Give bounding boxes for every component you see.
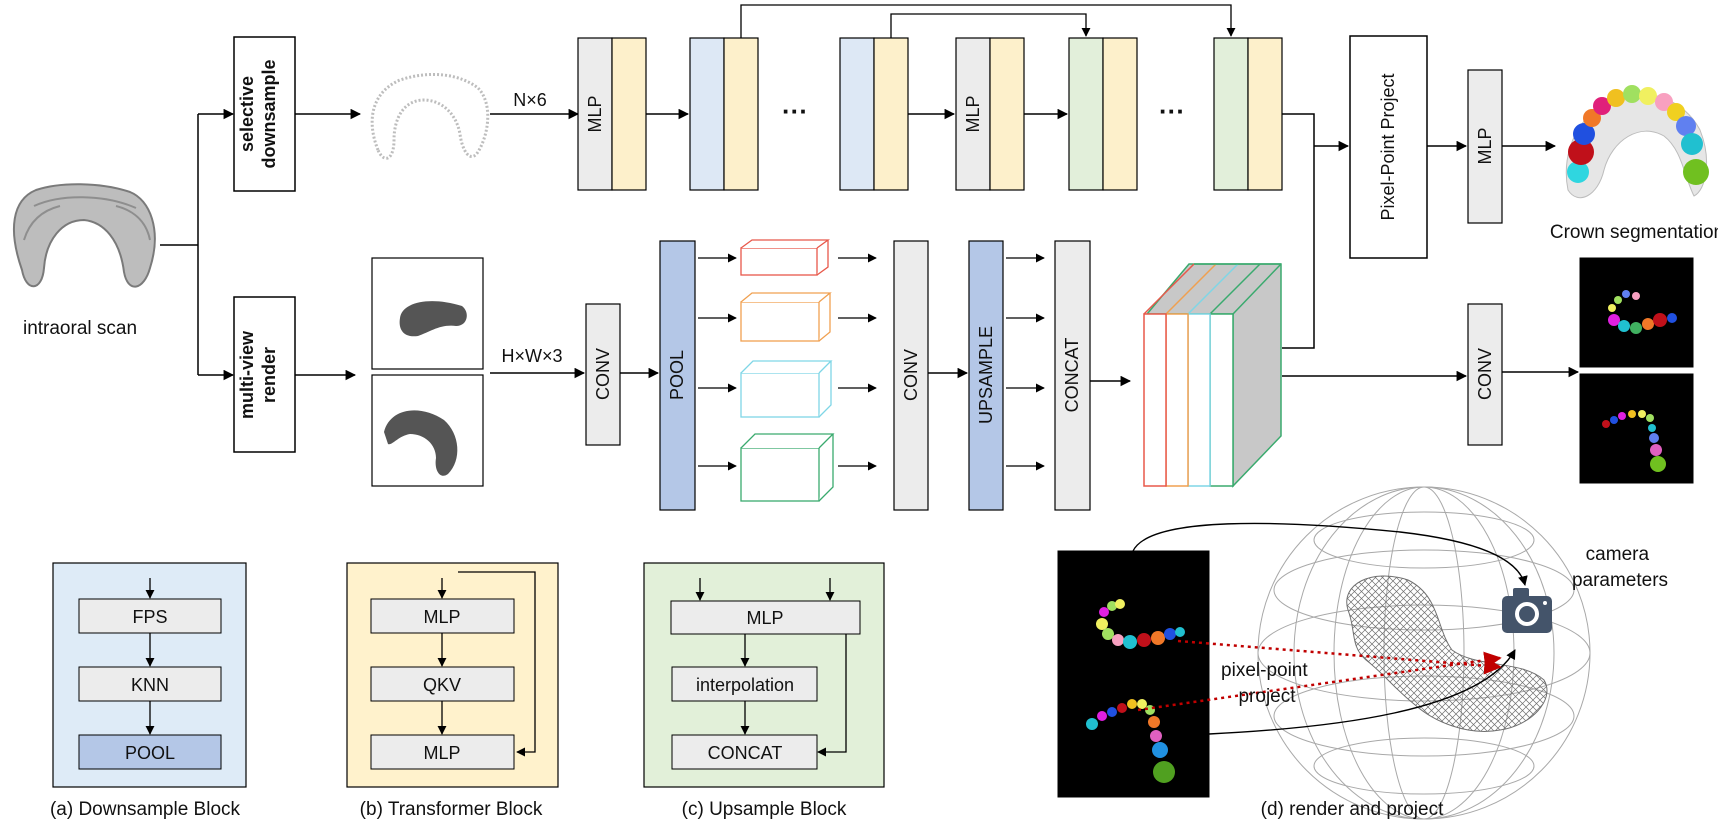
upsample-feature-2 <box>1213 37 1283 191</box>
projection-line-2 <box>1137 651 1502 712</box>
mlp-block-2: MLP <box>955 37 1025 191</box>
pool-block: POOL <box>659 240 696 511</box>
render-view-1 <box>371 257 484 370</box>
selective-downsample-label: selectivedownsample <box>237 59 279 168</box>
multi-view-render-label: multi-viewrender <box>237 330 279 419</box>
transformer-step-2: QKV <box>423 675 461 695</box>
mlp-block-3: MLP <box>1467 69 1503 224</box>
downsample-block-caption: (a) Downsample Block <box>50 799 241 820</box>
intraoral-scan-label: intraoral scan <box>23 318 137 339</box>
intraoral-scan-image <box>12 183 156 288</box>
upsample-feature-1 <box>1068 37 1138 191</box>
ellipsis-2: ··· <box>1159 96 1185 126</box>
camera-icon <box>1502 588 1552 633</box>
input-split-connector <box>160 108 235 381</box>
merge-to-project-connector <box>1282 113 1350 349</box>
upsample-step-2: interpolation <box>696 675 794 695</box>
downsample-step-3: POOL <box>125 743 175 763</box>
mlp-label-3: MLP <box>1475 127 1495 164</box>
render-project-mask-teeth <box>1086 599 1185 783</box>
conv-label-1: CONV <box>593 348 613 400</box>
upsample-arrows <box>1006 253 1045 471</box>
concat-block: CONCAT <box>1054 240 1091 511</box>
projection-label: pixel-point project <box>1221 660 1313 707</box>
dim-image-label: H×W×3 <box>501 346 562 366</box>
dim-points-label: N×6 <box>513 90 547 110</box>
concat-label: CONCAT <box>1062 338 1082 413</box>
pyramid-cuboid-1 <box>740 239 830 276</box>
upsample-step-1: MLP <box>746 608 783 628</box>
segmentation-mask-2 <box>1579 373 1694 484</box>
mlp-label-2: MLP <box>963 95 983 132</box>
downsample-feature-2 <box>839 37 909 191</box>
transformer-block-panel: MLP QKV MLP <box>346 562 559 788</box>
conv-label-3: CONV <box>1475 348 1495 400</box>
upsample-step-3: CONCAT <box>708 743 783 763</box>
transformer-step-1: MLP <box>423 607 460 627</box>
camera-parameters-label: camera parameters <box>1572 544 1668 591</box>
point-cloud-image <box>370 72 490 160</box>
render-view-2 <box>371 374 484 487</box>
downsample-step-1: FPS <box>132 607 167 627</box>
pyramid-arrows-out <box>838 253 877 471</box>
pyramid-cuboid-2 <box>740 292 832 342</box>
conv-label-2: CONV <box>901 349 921 401</box>
conv-block-1: CONV <box>585 303 621 446</box>
crown-segmentation-image <box>1565 85 1709 199</box>
conv-block-3: CONV <box>1467 303 1503 446</box>
pyramid-arrows-in <box>698 253 737 471</box>
camera-arc-top <box>1132 522 1528 586</box>
transformer-step-3: MLP <box>423 743 460 763</box>
pool-label: POOL <box>667 350 687 400</box>
downsample-feature-1 <box>689 37 759 191</box>
projection-line-1 <box>1177 639 1502 675</box>
selective-downsample-box: selectivedownsample <box>233 36 296 192</box>
pyramid-cuboid-3 <box>740 360 833 418</box>
upsample-block-caption: (c) Upsample Block <box>682 799 847 820</box>
upsample-label: UPSAMPLE <box>976 326 996 424</box>
mlp-label-1: MLP <box>585 95 605 132</box>
downsample-step-2: KNN <box>131 675 169 695</box>
mlp-block-1: MLP <box>577 37 647 191</box>
conv-block-2: CONV <box>893 240 929 511</box>
pyramid-cuboid-4 <box>740 433 835 502</box>
upsample-block: UPSAMPLE <box>968 240 1004 511</box>
dental-mesh-object <box>1346 575 1548 732</box>
transformer-block-caption: (b) Transformer Block <box>360 799 543 820</box>
crown-segmentation-label: Crown segmentation <box>1550 222 1718 243</box>
pixel-point-project-label: Pixel-Point Project <box>1378 73 1398 220</box>
segmentation-mask-1 <box>1579 257 1694 368</box>
upsample-block-panel: MLP interpolation CONCAT <box>643 562 885 788</box>
downsample-block-panel: FPS KNN POOL <box>52 562 247 788</box>
render-project-panel: pixel-point project camera parameters <box>1057 486 1668 820</box>
ellipsis-1: ··· <box>782 96 808 126</box>
feature-stack <box>1143 263 1282 488</box>
multi-view-render-box: multi-viewrender <box>233 296 296 453</box>
skip-connections <box>740 4 1236 38</box>
render-project-caption: (d) render and project <box>1261 799 1444 820</box>
pixel-point-project-box: Pixel-Point Project <box>1349 35 1428 259</box>
